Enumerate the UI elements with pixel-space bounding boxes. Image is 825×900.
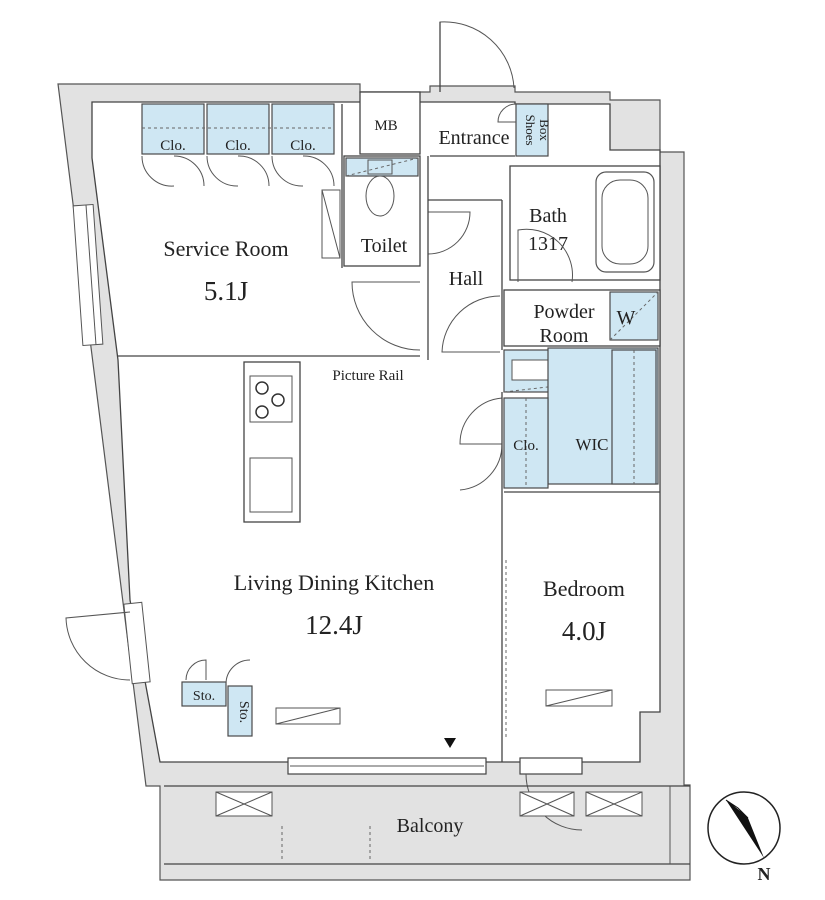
left-window-upper (72, 203, 104, 347)
balcony-label: Balcony (397, 815, 464, 837)
compass-needle-icon (726, 800, 764, 858)
toilet-door-swing (427, 211, 471, 255)
outdoor-unit-2-cross (519, 791, 575, 817)
closet-door-swing (141, 155, 335, 187)
closet-service-3-label: Clo. (290, 138, 315, 154)
compass-label: N (758, 864, 771, 884)
wic-label: WIC (575, 435, 608, 454)
ldk-label: Living Dining Kitchen (234, 570, 434, 595)
toilet-bowl (365, 175, 395, 217)
compass-needle-half (725, 799, 749, 819)
entrance-label: Entrance (438, 127, 509, 149)
bedroom-balcony-window (519, 757, 583, 775)
closet-service-1[interactable] (141, 103, 205, 155)
hall-label: Hall (449, 268, 484, 290)
bedroom-label: Bedroom (543, 576, 625, 601)
mb-box[interactable] (359, 91, 421, 155)
service-room-label: Service Room (163, 236, 288, 261)
toilet-tank-diag (345, 157, 419, 177)
box-label: Box (537, 119, 552, 141)
left-window-upper-glass (85, 204, 97, 346)
powder-room-label-1: Powder (533, 301, 594, 323)
outdoor-unit-3-cross (585, 791, 643, 817)
washer-label: W (617, 307, 636, 329)
closet-bedroom-door-swing (459, 397, 503, 491)
storage-1-label: Sto. (193, 689, 215, 704)
storage-2-label: Sto. (236, 701, 251, 723)
outdoor-unit-1-cross (215, 791, 273, 817)
ldk-side-door-swing[interactable] (65, 611, 131, 681)
bedroom-aircon-diag (545, 689, 613, 707)
shoes-door-swing (497, 103, 517, 123)
powder-door-swing (441, 295, 501, 353)
closet-service-2-label: Clo. (225, 138, 250, 154)
storage-2[interactable] (227, 685, 253, 737)
service-room-size: 5.1J (204, 276, 248, 306)
closet-service-3[interactable] (271, 103, 335, 155)
service-room-door-diag (321, 189, 341, 259)
kitchen-sink (249, 457, 293, 513)
closet-bedroom-label: Clo. (513, 438, 538, 454)
sink-basin (511, 359, 553, 381)
entrance-door-swing[interactable] (439, 21, 515, 90)
ldk-aircon-diag (275, 707, 341, 725)
burner-1 (255, 381, 269, 395)
closet-service-2[interactable] (206, 103, 270, 155)
shoes-box[interactable] (515, 103, 549, 157)
bathtub-inner (601, 179, 649, 265)
ldk-size: 12.4J (305, 610, 363, 640)
toilet-bowl-base (367, 159, 393, 175)
washer-diag (609, 291, 659, 341)
closet-service-1-label: Clo. (160, 138, 185, 154)
toilet-label: Toilet (361, 235, 408, 257)
service-room-door-swing (351, 281, 421, 351)
burner-2 (271, 393, 285, 407)
bath-size: 1317 (528, 233, 568, 255)
bath-label: Bath (529, 205, 567, 227)
compass-ring (707, 791, 781, 865)
compass: N (707, 791, 781, 884)
storage-door-swing (185, 659, 251, 685)
powder-room-label-2: Room (540, 325, 589, 347)
bedroom-size: 4.0J (562, 616, 606, 646)
shoes-label: Shoes (523, 114, 538, 145)
bath-door-swing (517, 228, 573, 283)
burner-3 (255, 405, 269, 419)
mb-label: MB (374, 118, 397, 134)
storage-1[interactable] (181, 681, 227, 707)
left-window-lower (123, 601, 151, 685)
floor-arrow (444, 738, 456, 748)
picture-rail-label: Picture Rail (332, 368, 403, 384)
